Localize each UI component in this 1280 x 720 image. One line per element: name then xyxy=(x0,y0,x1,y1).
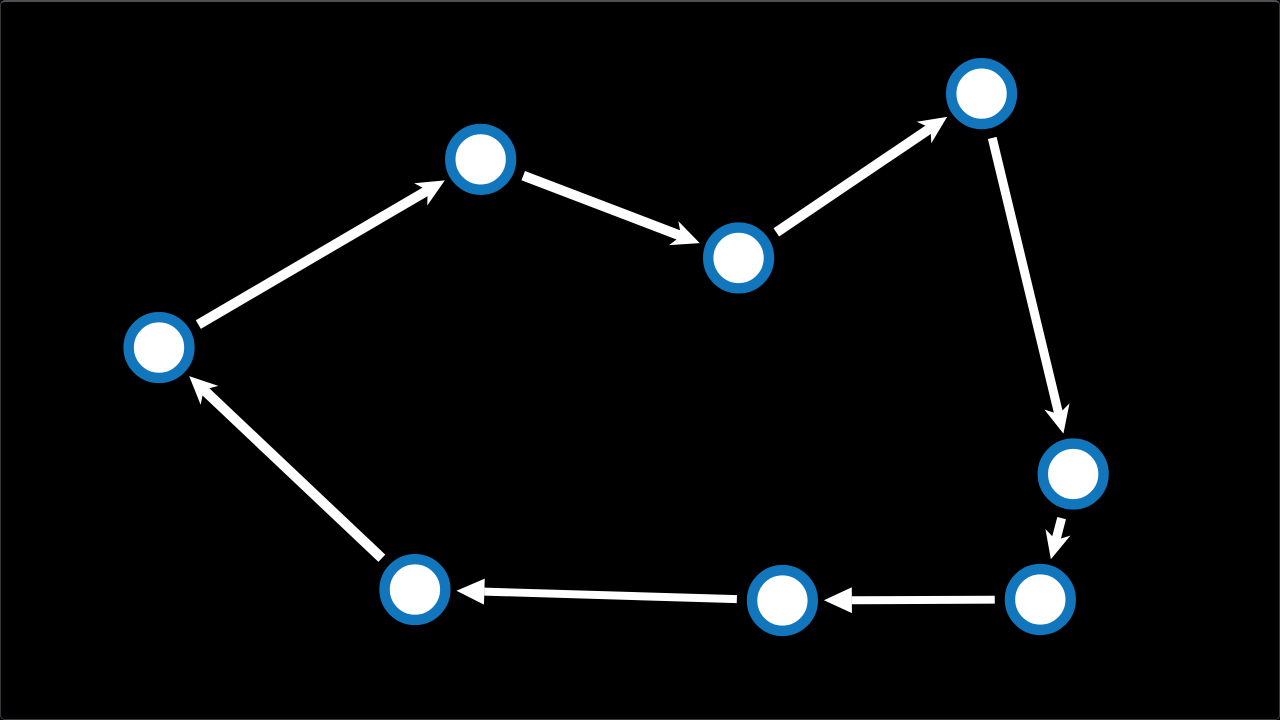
graph-node-right xyxy=(1037,438,1109,510)
graph-edge-n3-to-n4 xyxy=(773,116,948,237)
graph-edge-n5-to-n6 xyxy=(1045,516,1071,560)
arrowhead-stealth xyxy=(189,376,219,405)
graph-edge-n7-to-n8 xyxy=(456,578,737,605)
graph-node-left xyxy=(123,311,195,384)
arrowhead-triangle xyxy=(456,578,485,605)
graph-node-top-left xyxy=(445,123,517,195)
arrowhead-stealth xyxy=(1045,528,1071,560)
graph-node-bottom-left xyxy=(379,553,451,626)
arrowhead-stealth xyxy=(669,221,700,246)
arrowhead-stealth xyxy=(1044,403,1070,434)
graph-edge-n4-to-n5 xyxy=(987,136,1070,434)
graph-node-bottom-right xyxy=(1004,563,1076,636)
arrowhead-triangle xyxy=(823,587,852,614)
arrowhead-stealth xyxy=(916,116,948,144)
graph-node-top-right xyxy=(945,58,1018,130)
graph-node-top-middle xyxy=(702,222,775,294)
graph-edge-n6-to-n7 xyxy=(823,587,995,614)
graph-edge-n1-to-n2 xyxy=(195,180,445,329)
graph-edge-n8-to-n1 xyxy=(189,376,386,562)
graph-edge-n2-to-n3 xyxy=(521,170,700,246)
graph-node-bottom-middle xyxy=(746,564,819,637)
arrowhead-stealth xyxy=(414,180,445,206)
